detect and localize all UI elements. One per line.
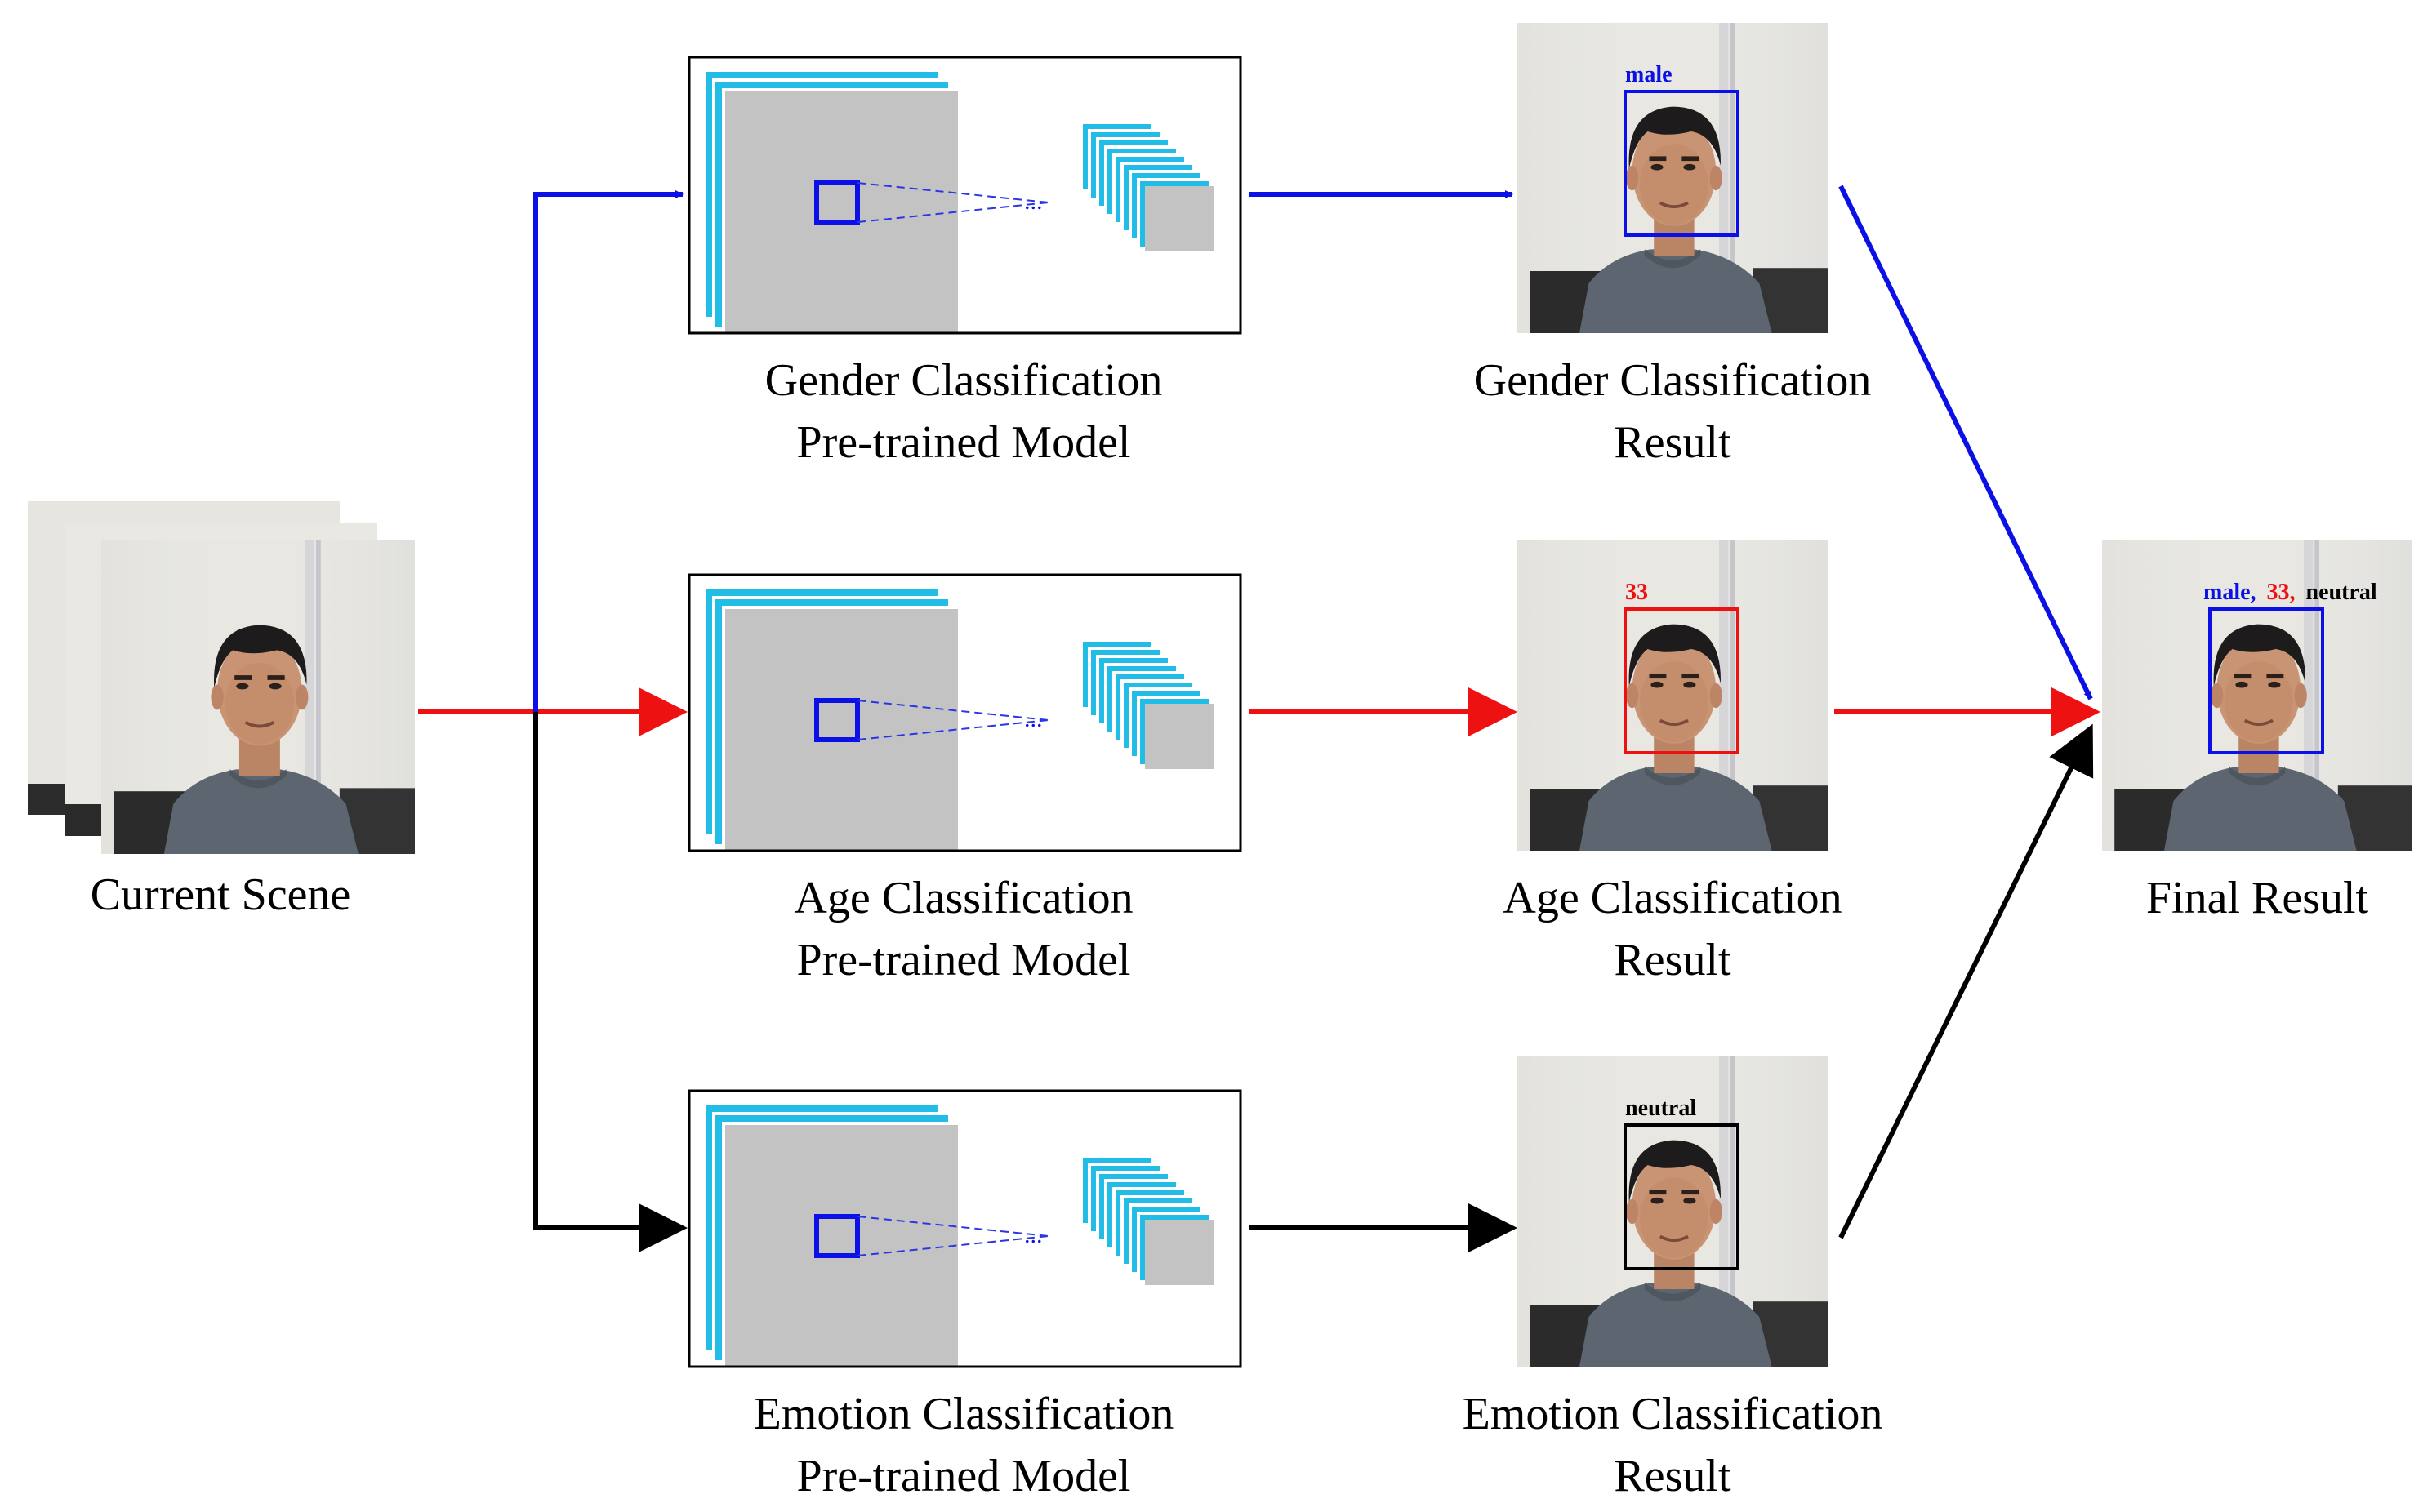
gender-result-label: male [1625,62,1673,87]
age-model-caption-line2: Pre-trained Model [796,935,1131,985]
arrow-gender-result-to-final [1838,185,2093,700]
current-scene-caption: Current Scene [90,869,351,920]
age-result-caption: Age Classification Result [1503,867,1842,991]
age-model-caption: Age Classification Pre-trained Model [794,867,1133,991]
current-scene-photo [101,540,415,854]
input-connectors [418,190,688,1252]
gender-result-caption: Gender Classification Result [1474,349,1872,474]
emotion-model-caption-line1: Emotion Classification [753,1389,1174,1439]
final-label-gender: male, [2203,580,2256,605]
gender-model-caption-line2: Pre-trained Model [796,417,1131,468]
final-result-caption: Final Result [2145,873,2369,923]
gender-model-caption: Gender Classification Pre-trained Model [765,349,1163,474]
gender-model-caption-line1: Gender Classification [764,355,1163,406]
age-result-caption-line1: Age Classification [1503,873,1842,923]
emotion-model [688,1089,1242,1368]
gender-result-caption-line1: Gender Classification [1473,355,1872,406]
final-face-box [2208,607,2324,754]
final-result-photo: male, 33, neutral [2102,540,2412,851]
final-label-age: 33, [2267,580,2296,605]
age-result-label: 33 [1625,580,1648,605]
age-face-box [1624,607,1739,754]
arrow-input-to-emotion [533,712,688,1252]
age-result-photo: 33 [1517,540,1828,851]
gender-model [688,56,1242,335]
gender-result-caption-line2: Result [1614,417,1731,468]
emotion-result-caption-line1: Emotion Classification [1462,1389,1883,1439]
emotion-result-caption: Emotion Classification Result [1463,1383,1883,1507]
gender-face-box [1624,90,1739,237]
emotion-face-box [1624,1123,1739,1270]
emotion-result-label: neutral [1625,1096,1696,1121]
arrow-input-to-gender [533,190,684,712]
emotion-result-photo: neutral [1517,1056,1828,1367]
current-scene-stack [28,501,415,854]
gender-result-photo: male [1517,23,1828,333]
arrow-emotion-result-to-final [1838,723,2094,1239]
emotion-model-caption-line2: Pre-trained Model [796,1451,1131,1501]
emotion-model-caption: Emotion Classification Pre-trained Model [754,1383,1174,1507]
age-result-caption-line2: Result [1614,935,1731,985]
age-model-caption-line1: Age Classification [794,873,1134,923]
age-model [688,573,1242,852]
emotion-result-caption-line2: Result [1614,1451,1731,1501]
final-label-emotion: neutral [2306,580,2377,605]
final-result-label: male, 33, neutral [2203,580,2377,605]
